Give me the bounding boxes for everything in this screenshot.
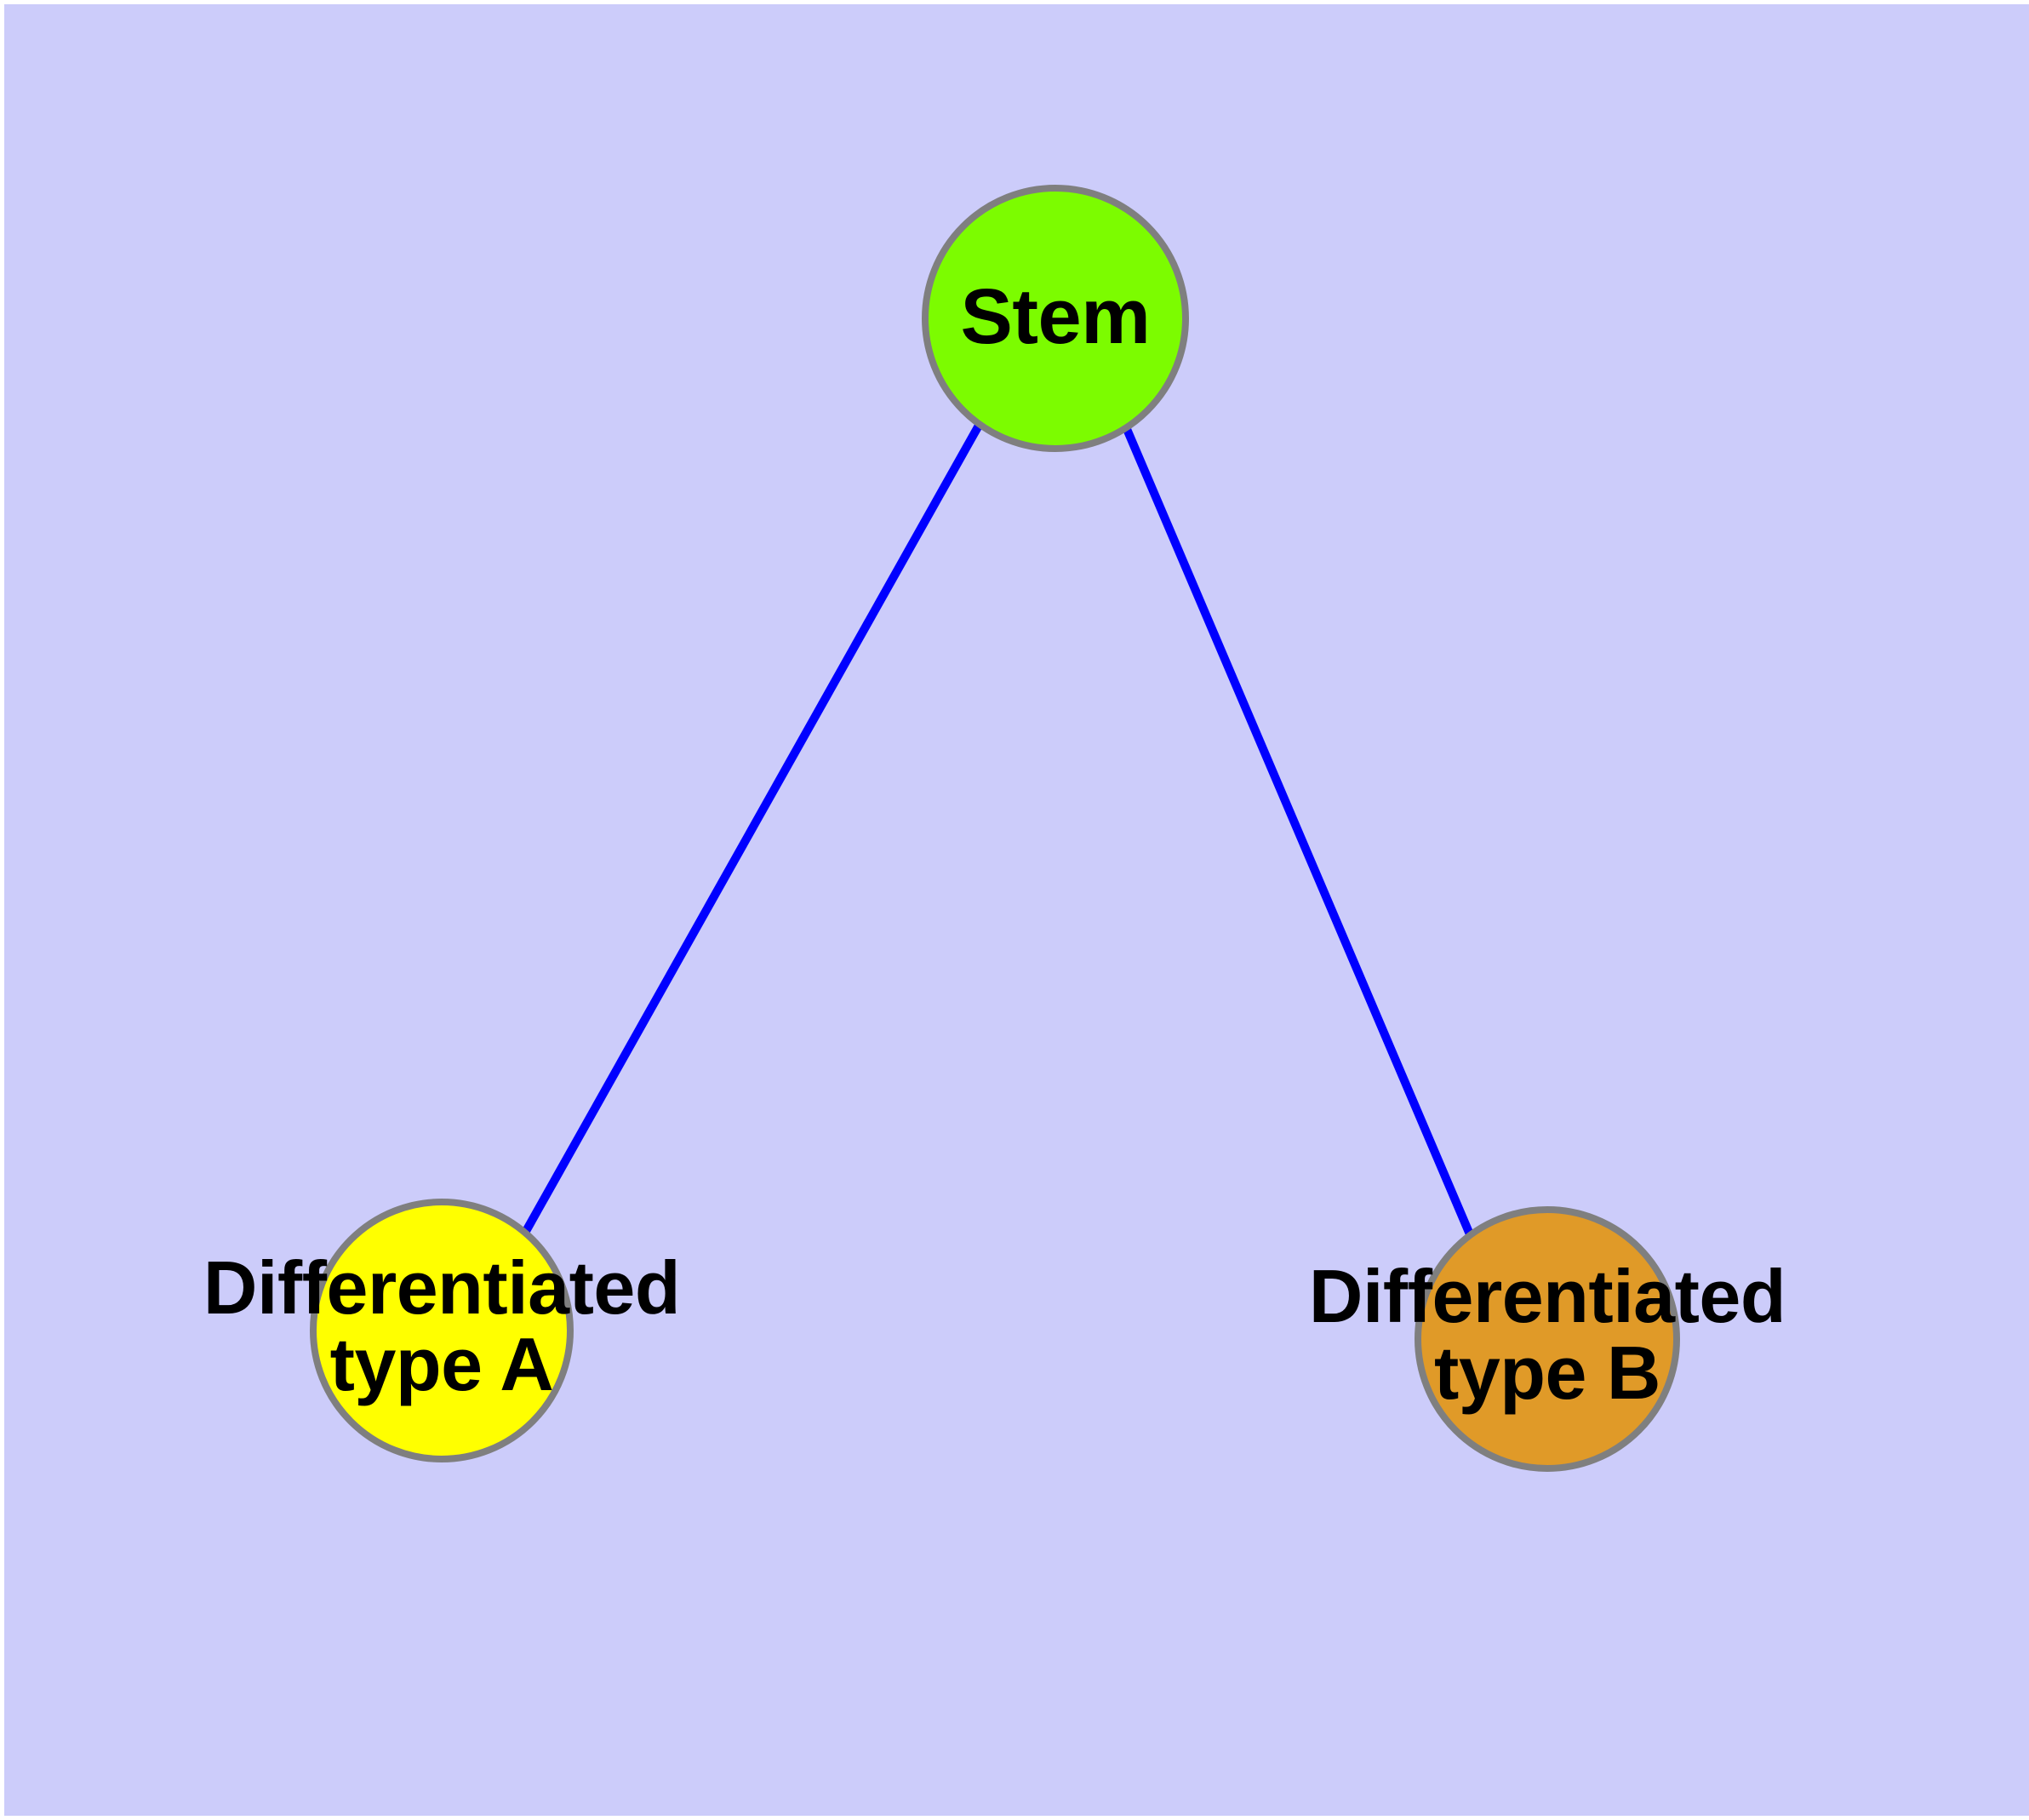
edge-stem-to-differentiated-type-b[interactable] bbox=[1120, 421, 1474, 1236]
node-layer bbox=[310, 185, 1680, 1472]
edge-layer bbox=[521, 421, 1474, 1236]
edge-stem-to-differentiated-type-a[interactable] bbox=[521, 421, 984, 1235]
node-differentiated-type-b[interactable] bbox=[1415, 1206, 1680, 1472]
node-stem[interactable] bbox=[922, 185, 1189, 452]
node-differentiated-type-a[interactable] bbox=[310, 1199, 574, 1462]
